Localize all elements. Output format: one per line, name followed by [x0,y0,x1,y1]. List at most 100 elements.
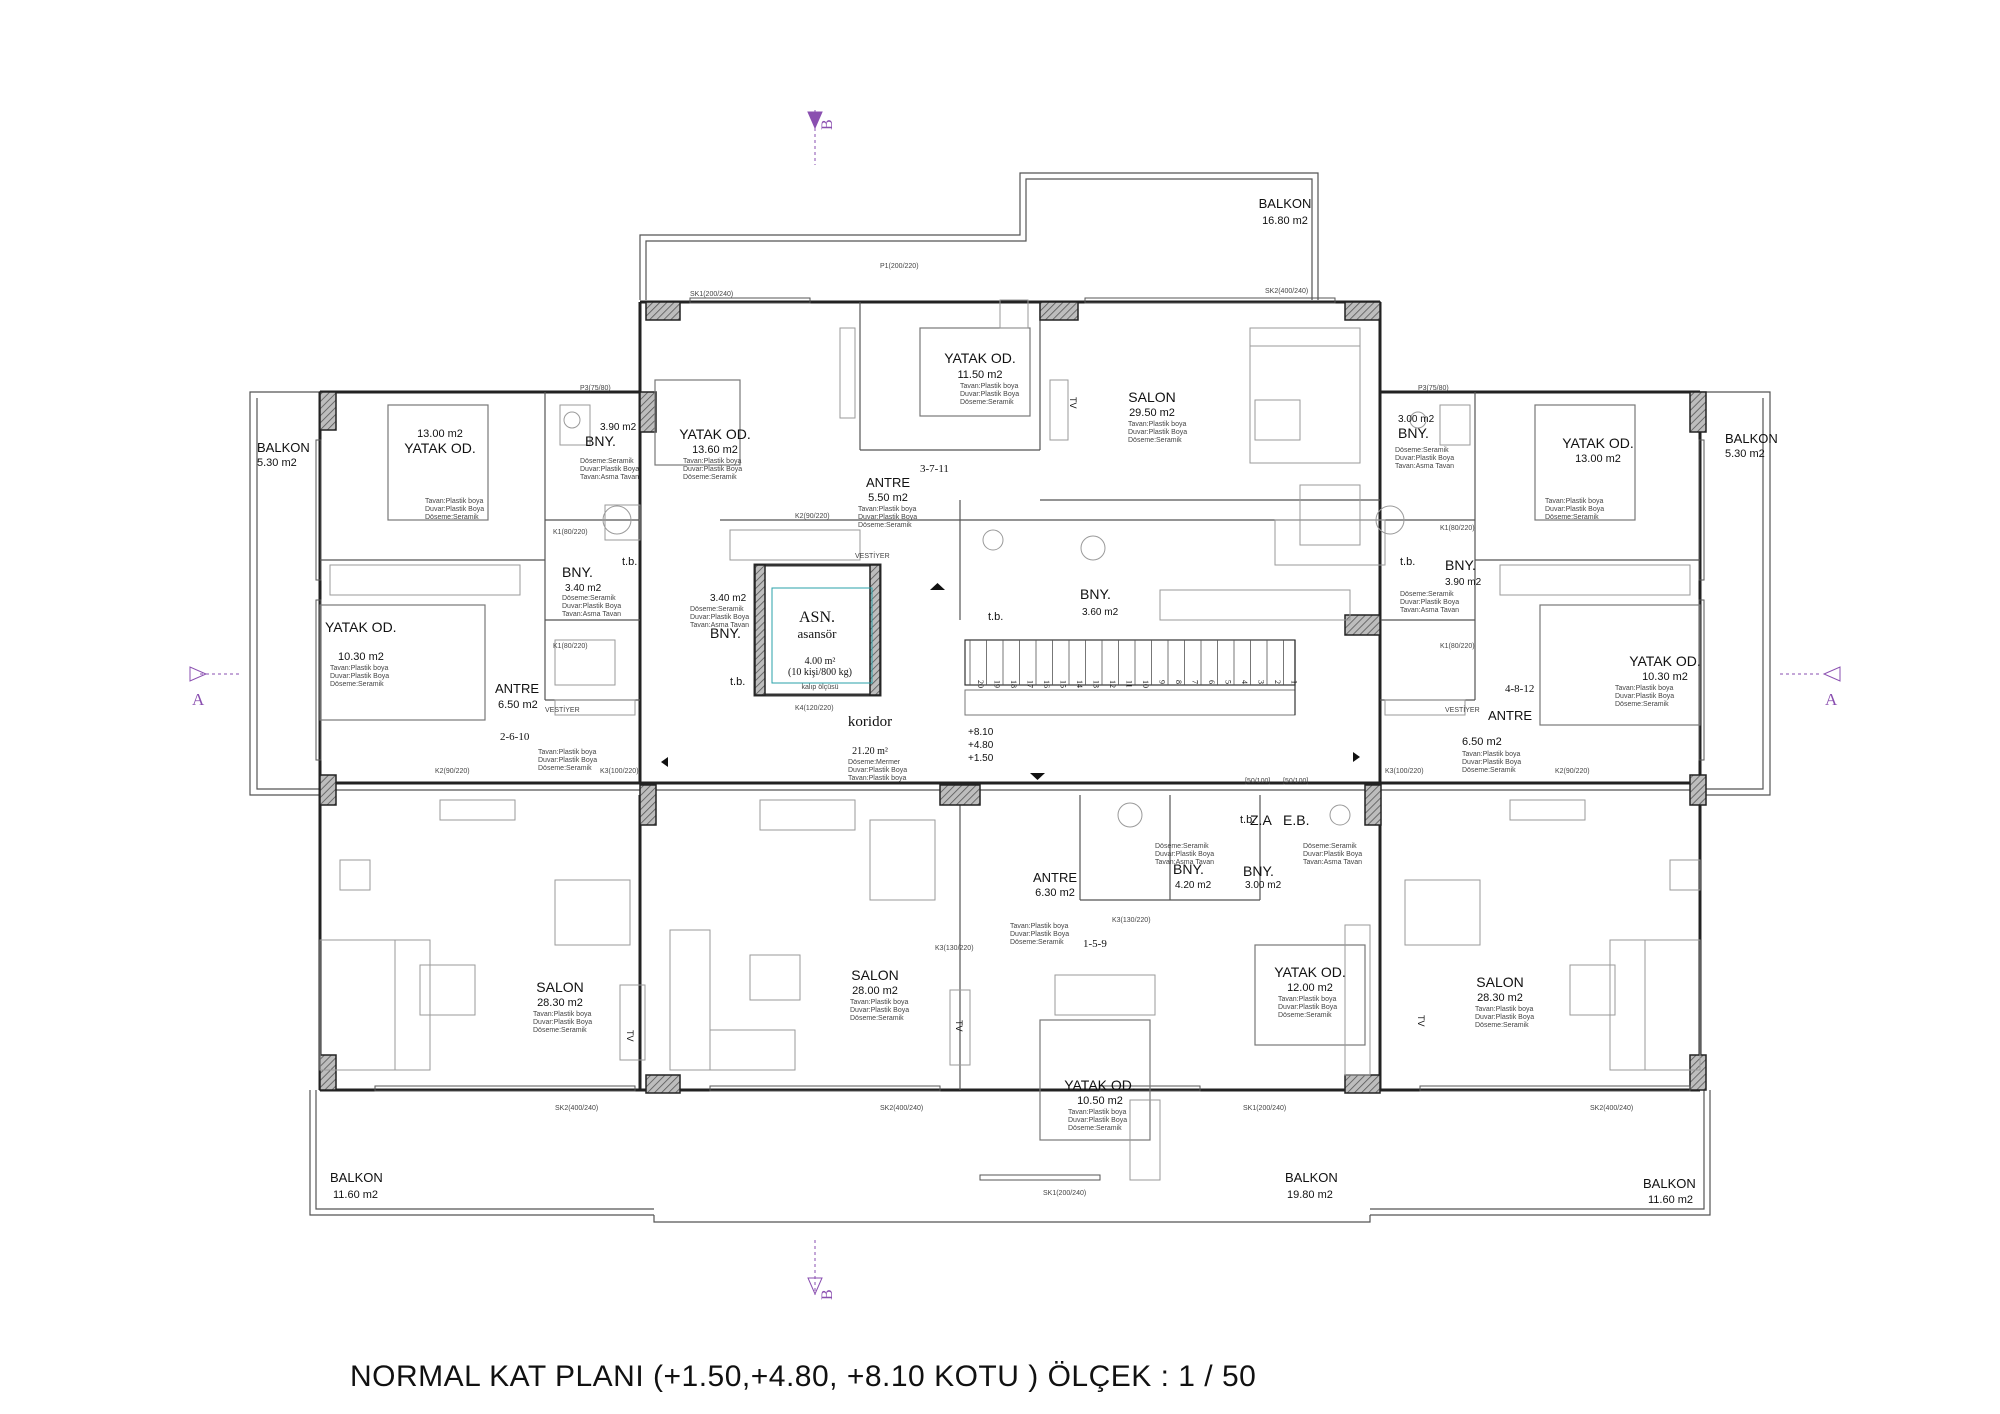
stair-step-number: 11 [1125,680,1134,688]
finish: Döseme:Seramik [1395,447,1449,454]
finish: Döseme:Seramik [1462,767,1516,774]
room-name: YATAK OD. [1064,1077,1136,1093]
room-area: 13.60 m2 [692,444,738,456]
room-name: BNY. [1243,863,1274,879]
room-area: 5.50 m2 [868,492,908,504]
room-area: 3.40 m2 [710,593,747,604]
finish: Duvar:Plastik Boya [580,466,639,473]
room-area: 12.00 m2 [1287,982,1333,994]
finish: Duvar:Plastik Boya [538,757,597,764]
door-label: K3(100/220) [600,768,639,775]
finish: Tavan:Asma Tavan [1395,463,1454,470]
finish: Tavan:Plastik boya [1010,923,1068,930]
finish: Döseme:Seramik [1545,514,1599,521]
finish: Tavan:Plastik boya [533,1011,591,1018]
outer-walls [249,172,1771,1223]
tv-label: TV [1068,397,1078,409]
finish: Duvar:Plastik Boya [850,1007,909,1014]
room-name: SALON [536,979,583,995]
room-name: BNY. [1173,861,1204,877]
room-area: 3.00 m2 [1245,880,1282,891]
stair-step-number: 2 [1273,680,1282,684]
finish: Duvar:Plastik Boya [533,1019,592,1026]
room-name: ANTRE [1033,870,1077,885]
elevator-name: ASN. [799,609,835,626]
opening-tags: P1(200/220) SK1(200/240) SK2(400/240) P3… [435,263,1633,1197]
finish: Duvar:Plastik Boya [1400,599,1459,606]
room-name: YATAK OD. [404,440,476,456]
direction-arrows [661,583,1360,780]
room-name: BALKON [1643,1176,1696,1191]
finish: Döseme:Seramik [538,765,592,772]
elevator-capacity: (10 kişi/800 kg) [788,667,852,678]
finish: Döseme:Seramik [1303,843,1357,850]
section-letter: B [819,1289,836,1300]
stair-step-number: 17 [1026,680,1035,688]
finish: Döseme:Seramik [1010,939,1064,946]
room-area: 3.90 m2 [600,422,637,433]
arrow-up-icon [930,583,945,590]
room-name: BALKON [1725,431,1778,446]
stair-step-number: 15 [1059,680,1068,688]
section-arrow-icon [807,111,823,130]
door-label: K3(130/220) [1112,917,1151,924]
room-name: ANTRE [495,681,539,696]
finish: Duvar:Plastik Boya [1155,851,1214,858]
label-tb: t.b. [622,556,637,568]
finish: Döseme:Seramik [1278,1012,1332,1019]
door-label: [50/100] [1245,778,1270,785]
room-labels: BALKON 16.80 m2 YATAK OD. 11.50 m2 Tavan… [257,196,1778,1206]
room-name: SALON [1128,389,1175,405]
finish: Tavan:Plastik boya [1615,685,1673,692]
section-marker-b-top: B [807,110,836,165]
section-marker-a-right: A [1780,666,1841,709]
flat-numbers: 2-6-10 [500,731,530,743]
window-label: SK2(400/240) [1265,288,1308,295]
room-area: 11.60 m2 [333,1189,378,1201]
room-area: 6.50 m2 [498,699,538,711]
finish: Duvar:Plastik Boya [1128,429,1187,436]
vestiyer-label: VESTİYER [545,705,580,714]
room-area: 6.30 m2 [1035,887,1075,899]
finish: Duvar:Plastik Boya [858,514,917,521]
door-label: K1(80/220) [1440,525,1475,532]
room-name: BALKON [330,1170,383,1185]
finish: Döseme:Seramik [580,458,634,465]
finish: Tavan:Plastik boya [538,749,596,756]
elevator-area: 4.00 m² [805,656,836,667]
room-area: 5.30 m2 [1725,448,1765,460]
arrow-right-icon [1353,752,1360,762]
level: +8.10 [968,727,994,738]
finish: Duvar:Plastik Boya [1462,759,1521,766]
room-area: 13.00 m2 [417,428,463,440]
level: +4.80 [968,740,994,751]
window-label: P3(75/80) [1418,385,1449,392]
section-arrow-icon [807,1277,823,1296]
finish: Tavan:Asma Tavan [1303,859,1362,866]
room-name: BNY. [585,433,616,449]
section-letter: A [1825,690,1838,709]
window-label: P3(75/80) [580,385,611,392]
room-area: 10.30 m2 [1642,671,1688,683]
finish: Tavan:Plastik boya [330,665,388,672]
finish: Tavan:Plastik boya [1068,1109,1126,1116]
room-area: 13.00 m2 [1575,453,1621,465]
window-label: SK2(400/240) [1590,1105,1633,1112]
label-tb: t.b. [988,611,1003,623]
finish: Döseme:Seramik [690,606,744,613]
door-label: K1(80/220) [553,529,588,536]
finish: Tavan:Asma Tavan [690,622,749,629]
tv-label: TV [954,1020,964,1032]
stair-step-number: 13 [1092,680,1101,688]
finish: Duvar:Plastik Boya [1395,455,1454,462]
label-tb: t.b. [1400,556,1415,568]
finish: Tavan:Plastik boya [850,999,908,1006]
room-area: 28.30 m2 [1477,992,1523,1004]
door-label: K1(80/220) [553,643,588,650]
room-name: SALON [1476,974,1523,990]
door-label: K3(100/220) [1385,768,1424,775]
finish: Tavan:Plastik boya [1545,498,1603,505]
finish: Tavan:Plastik boya [1128,421,1186,428]
stair-step-number: 7 [1191,680,1200,684]
